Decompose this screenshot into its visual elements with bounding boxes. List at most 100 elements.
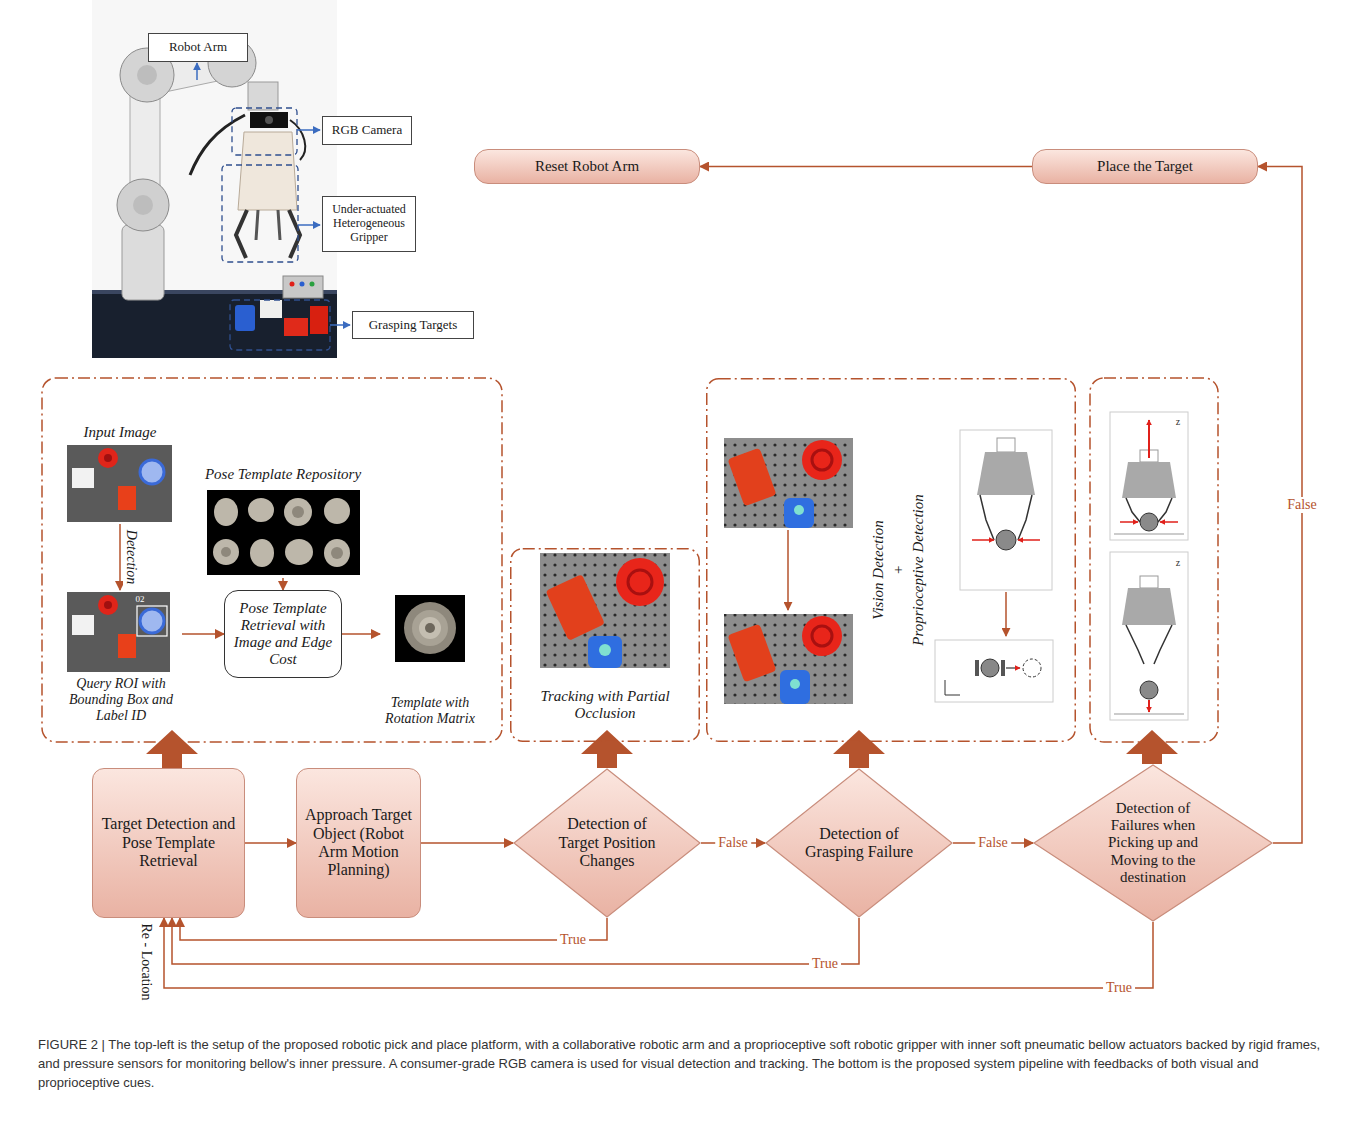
gripper-schematic — [981, 659, 999, 677]
leader-arrow — [298, 224, 320, 226]
template-image — [395, 595, 465, 662]
dash-dot-outline — [706, 378, 1076, 742]
tracking-image — [540, 553, 670, 668]
query-image — [72, 615, 94, 635]
input-image — [104, 454, 112, 462]
decision-diamond: Detection of Grasping Failure — [765, 768, 953, 918]
robot-photo — [256, 210, 280, 240]
query-image — [104, 601, 112, 609]
axis-label: z — [1176, 416, 1180, 427]
block-arrow — [146, 730, 198, 768]
tracking-image — [588, 636, 622, 668]
tracking-image — [599, 644, 611, 656]
gripper-schematic — [1140, 513, 1158, 531]
template-repository-image — [250, 539, 274, 567]
dash-dot-panel — [42, 378, 1218, 742]
leader-arrow — [297, 129, 320, 131]
vision-image — [790, 679, 800, 689]
template-image — [404, 602, 456, 654]
vision-image — [724, 614, 853, 704]
decision-diamond: Detection of Target Position Changes — [513, 768, 701, 918]
gripper-schematic — [945, 680, 960, 695]
vision-image — [724, 438, 853, 528]
flow-arrow — [180, 918, 607, 940]
edge-label: True — [1103, 980, 1135, 996]
flow-arrow — [342, 633, 380, 635]
callout-dashed-box — [230, 300, 330, 350]
diamond-outline — [1034, 765, 1272, 921]
text-holder: Detection of Target Position Changes — [551, 815, 663, 870]
gripper-schematic — [1005, 592, 1007, 636]
flow-arrow — [421, 842, 513, 844]
robot-photo — [260, 300, 282, 318]
process-pill: Reset Robot Arm — [474, 149, 700, 184]
block-arrow — [1126, 730, 1178, 764]
block-arrow — [833, 730, 885, 768]
gripper-schematic — [972, 539, 994, 541]
node-text: Approach Target Object (Robot Arm Motion… — [303, 806, 414, 880]
vision-image — [724, 438, 853, 704]
leader-arrow — [196, 63, 198, 80]
input-image — [67, 445, 172, 522]
template-image — [412, 610, 448, 646]
edge-label: False — [715, 835, 751, 851]
template-image — [395, 595, 465, 662]
robot-photo — [117, 179, 169, 231]
robot-photo — [248, 82, 278, 110]
callout-label-box: Grasping Targets — [352, 311, 474, 340]
gripper-schematic — [1160, 521, 1178, 523]
callout-dashed-box — [232, 108, 297, 155]
gripper-schematic — [1018, 539, 1040, 541]
gripper-schematic — [997, 438, 1015, 452]
vision-image — [802, 616, 842, 656]
template-repository-image — [285, 539, 313, 565]
gripper-schematic — [1148, 420, 1150, 458]
callout-label-box: RGB Camera — [322, 116, 412, 145]
image-panel: Pose Template Repository — [186, 466, 380, 578]
template-repository-image — [324, 498, 350, 524]
image-panel: Template with Rotation Matrix — [380, 593, 480, 727]
edge-label: True — [557, 932, 589, 948]
text-holder: Detection of Grasping Failure — [803, 825, 915, 862]
leader-arrow — [330, 324, 350, 326]
gripper-schematic — [1006, 667, 1020, 668]
tracking-image — [628, 570, 652, 594]
node-text: Input Image — [84, 424, 157, 441]
gripper-schematic — [996, 530, 1016, 550]
template-repository-image — [331, 547, 343, 559]
edge-label: False — [1284, 497, 1320, 513]
gripper-schematic — [1110, 412, 1188, 540]
robot-photo — [310, 282, 315, 287]
gripper-schematic — [1140, 576, 1158, 588]
node-text: Detection of Grasping Failure — [803, 825, 915, 862]
gripper-schematic — [1126, 625, 1172, 664]
template-repository-image — [292, 506, 304, 518]
template-repository-image — [221, 547, 231, 557]
diamond-outline — [766, 769, 952, 917]
query-image — [137, 606, 167, 636]
robot-photo — [92, 0, 337, 358]
robot-photo — [238, 132, 297, 210]
text-holder: Detection of Failures when Picking up an… — [1094, 800, 1212, 886]
dash-dot-panel — [1090, 378, 1218, 742]
robot-photo — [284, 318, 308, 336]
edge-label: False — [975, 835, 1011, 851]
node-text: Pose Template Retrieval with Image and E… — [229, 600, 337, 669]
flow-arrow — [182, 633, 224, 635]
tracking-image — [616, 558, 664, 606]
query-image — [118, 634, 136, 658]
gripper-schematic — [1120, 521, 1138, 523]
gripper-schematic — [1114, 534, 1184, 535]
diamond-outline — [514, 769, 700, 917]
decision-diamond: Detection of Failures when Picking up an… — [1033, 764, 1273, 922]
rotated-text-holder: Vision Detection+Proprioceptive Detectio… — [868, 460, 928, 680]
node-text: Query ROI with Bounding Box and Label ID — [60, 676, 182, 724]
callout-dashed-box — [222, 165, 298, 262]
robot-photo — [290, 282, 295, 287]
template-repository-image — [214, 498, 238, 526]
input-image — [67, 445, 172, 522]
gripper-schematic — [1110, 552, 1188, 720]
flow-arrow — [164, 918, 1153, 988]
vision-image — [802, 440, 842, 480]
gripper-schematic — [977, 452, 1035, 495]
